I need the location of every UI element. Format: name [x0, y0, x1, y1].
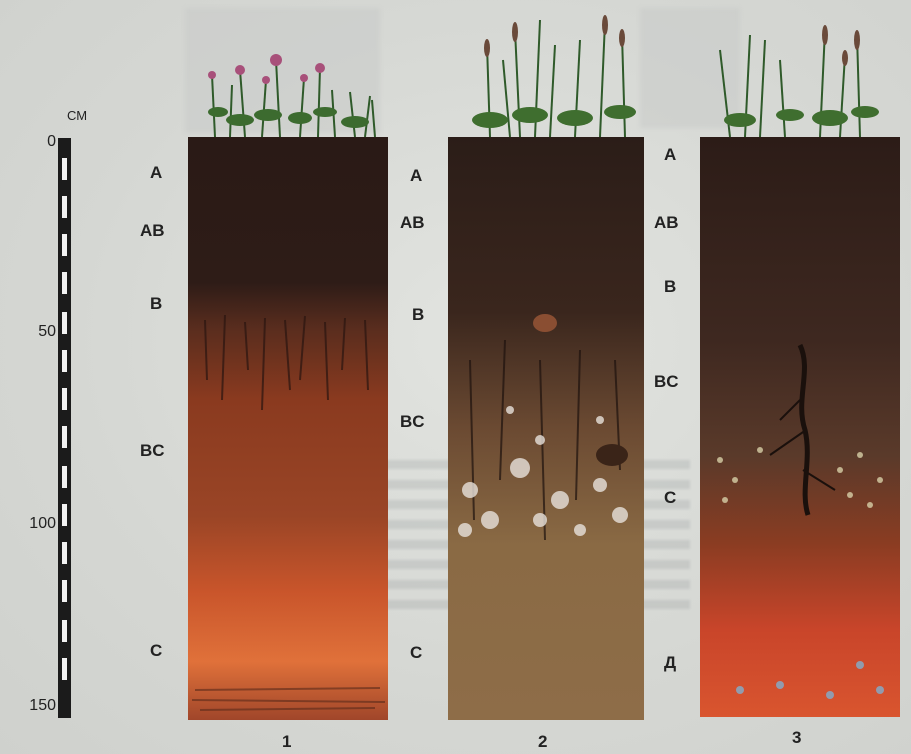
profile-2-horizon-B: B	[412, 305, 424, 325]
profile-1-horizon-C: C	[150, 641, 162, 661]
depth-scale-bar	[58, 138, 71, 718]
profile-1-horizon-AB: AB	[140, 221, 165, 241]
vegetation-profile-2	[472, 15, 636, 137]
profile-1-number: 1	[282, 732, 291, 752]
profile-2-number: 2	[538, 732, 547, 752]
profile-2-horizon-BC: BC	[400, 412, 425, 432]
soil-profile-1	[188, 137, 388, 720]
scale-tick-50: 50	[6, 323, 56, 341]
scale-tick-150: 150	[6, 697, 56, 715]
profile-3-horizon-C: C	[664, 488, 676, 508]
profile-3-number: 3	[792, 728, 801, 748]
profile-3-horizon-B: B	[664, 277, 676, 297]
profile-2-horizon-A: A	[410, 166, 422, 186]
scale-tick-100: 100	[6, 515, 56, 533]
profile-2-horizon-C: C	[410, 643, 422, 663]
profile-1-horizon-BC: BC	[140, 441, 165, 461]
vegetation-profile-1	[208, 54, 375, 137]
vegetation-profile-3	[720, 25, 879, 137]
scale-unit-label: СМ	[67, 108, 87, 123]
profile-2-horizon-AB: AB	[400, 213, 425, 233]
profile-1-horizon-B: B	[150, 294, 162, 314]
soil-profile-3	[700, 137, 900, 717]
profile-1-horizon-A: A	[150, 163, 162, 183]
soil-profile-2	[448, 137, 644, 720]
profile-3-horizon-BC: BC	[654, 372, 679, 392]
profile-3-horizon-AB: AB	[654, 213, 679, 233]
profile-3-horizon-A: A	[664, 145, 676, 165]
scale-tick-0: 0	[6, 133, 56, 151]
profile-3-horizon-D: Д	[664, 653, 676, 673]
